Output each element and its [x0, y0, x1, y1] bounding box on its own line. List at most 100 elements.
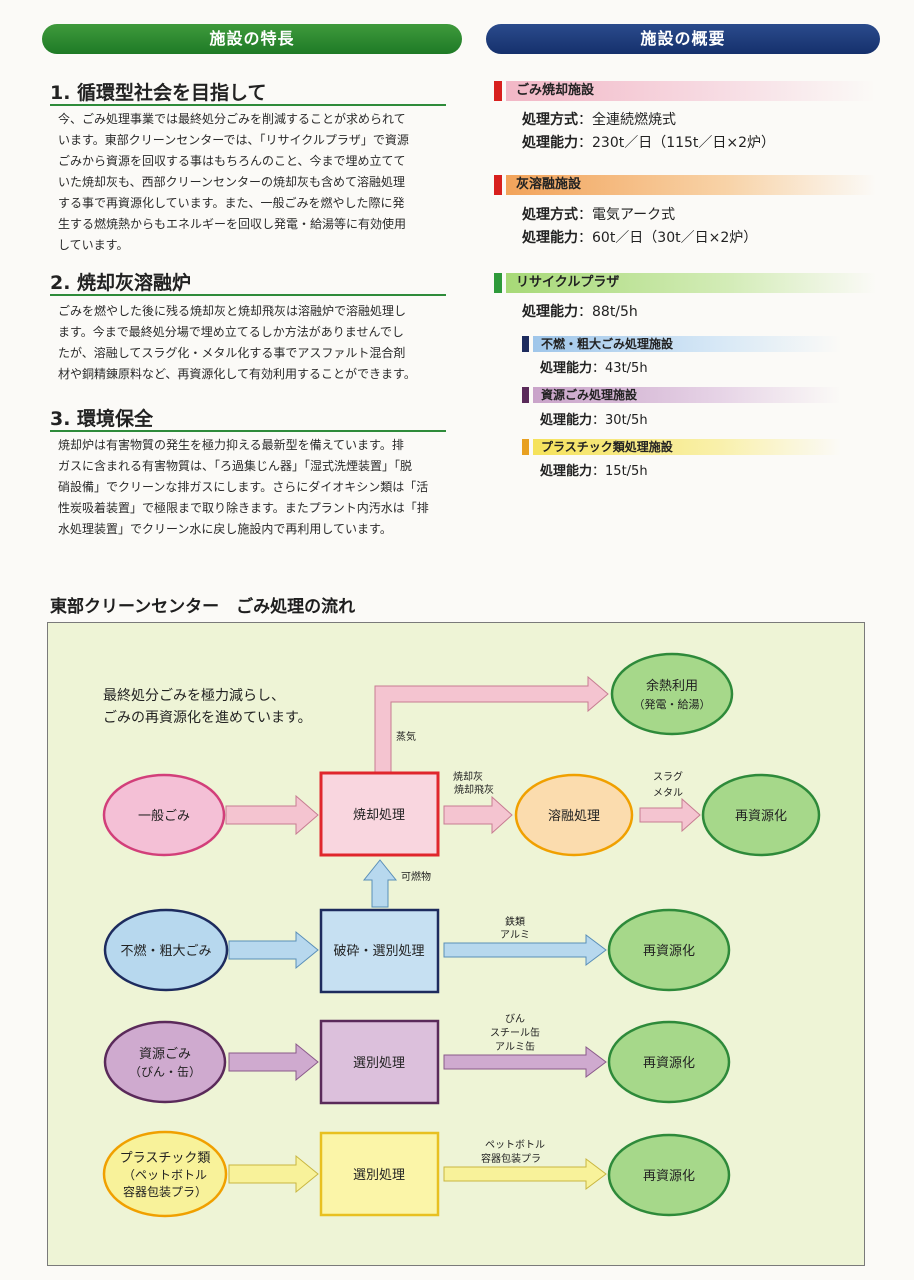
plastic-waste-sub-label: 容器包装プラ）: [123, 1184, 207, 1199]
crushing-label: 破砕・選別処理: [333, 944, 424, 959]
incineration-label: 焼却処理: [353, 808, 405, 823]
iron-label: 鉄類: [505, 915, 525, 928]
feature-3-line: 水処理装置」でクリーン水に戻し施設内で再利用しています。: [58, 522, 392, 536]
arrow-incineration-to-melting: [443, 795, 513, 835]
incinerator-capacity: 処理能力：230t／日（115t／日×2炉）: [522, 135, 776, 151]
general-waste-label: 一般ごみ: [138, 808, 190, 824]
feature-3-title: 3. 環境保全: [50, 408, 154, 430]
heat-label: 余熱利用: [646, 678, 698, 694]
melting-node: [514, 773, 634, 857]
flow-title: 東部クリーンセンター ごみ処理の流れ: [50, 597, 356, 617]
combustible-label: 可燃物: [401, 870, 431, 883]
combustible-arrow: [362, 859, 398, 908]
melting-method: 処理方式：電気アーク式: [522, 207, 676, 223]
feature-1-rule: [50, 104, 446, 106]
feature-1-line: しています。: [58, 238, 129, 252]
resource-waste-node: [103, 1020, 227, 1104]
plaza-marker: [494, 273, 502, 293]
feature-2-rule: [50, 294, 446, 296]
recycle-label: 再資源化: [643, 1056, 695, 1071]
feature-1-line: います。東部クリーンセンターでは、「リサイクルプラザ」で資源: [58, 133, 409, 147]
crushing-box: [319, 908, 440, 994]
feature-3-line: 性炭吸着装置」で極限まで取り除きます。またプラント内汚水は「排: [58, 501, 429, 515]
plastic-plant-bar: プラスチック類処理施設: [533, 439, 841, 455]
arrow-general-to-incineration: [225, 794, 319, 836]
resource-plant-capacity-value: 30t/5h: [605, 413, 648, 428]
feature-3-line: ガスに含まれる有害物質は、「ろ過集じん器」「湿式洗煙装置」「脱: [58, 459, 413, 473]
resource-waste-label: 資源ごみ: [139, 1046, 191, 1062]
resource-plant-marker: [522, 387, 529, 403]
flow-note-line: 最終処分ごみを極力減らし、: [103, 687, 285, 704]
recycle-node-1: [701, 773, 821, 857]
melting-capacity: 処理能力：60t／日（30t／日×2炉）: [522, 230, 758, 246]
melting-label: 溶融処理: [548, 809, 600, 824]
melting-bar: 灰溶融施設: [506, 175, 876, 195]
plaza-capacity-value: 88t/5h: [592, 304, 638, 320]
arrow-resource-to-sorting: [228, 1042, 319, 1082]
arrow-sorting-to-recycle-1: [443, 1046, 607, 1078]
incinerator-bar: ごみ焼却施設: [506, 81, 876, 101]
bulky-waste-label: 不燃・粗大ごみ: [120, 943, 211, 959]
feature-2-line: ごみを燃やした後に残る焼却灰と焼却飛灰は溶融炉で溶融処理し: [58, 304, 407, 318]
melting-method-value: 電気アーク式: [592, 207, 676, 223]
plaza-capacity: 処理能力：88t/5h: [522, 304, 638, 320]
recycle-label: 再資源化: [643, 1169, 695, 1184]
metal-label: メタル: [653, 787, 683, 799]
feature-1-line: 生する燃焼熱からもエネルギーを回収し発電・給湯等に有効使用: [58, 217, 407, 231]
slag-label: スラグ: [653, 770, 683, 783]
bulky-waste-node: [103, 908, 229, 992]
aluminum-label: アルミ: [500, 930, 530, 941]
incineration-box: [319, 771, 440, 857]
bulky-plant-capacity-value: 43t/5h: [605, 361, 648, 376]
plastic-plant-marker: [522, 439, 529, 455]
arrow-plastic-to-sorting: [228, 1154, 319, 1194]
bulky-plant-marker: [522, 336, 529, 352]
resource-waste-sub-label: （びん・缶）: [129, 1065, 201, 1079]
bulky-plant-bar: 不燃・粗大ごみ処理施設: [533, 336, 841, 352]
arrow-sorting-to-recycle-2: [443, 1158, 607, 1190]
pet-bottle-label: ペットボトル: [485, 1139, 545, 1151]
plastic-waste-label: プラスチック類: [120, 1151, 211, 1166]
feature-3-rule: [50, 430, 446, 432]
heat-sub-label: （発電・給湯）: [634, 697, 711, 711]
feature-3-line: 焼却炉は有害物質の発生を極力抑える最新型を備えています。排: [58, 438, 404, 452]
sorting-label-1: 選別処理: [353, 1056, 405, 1071]
feature-1-body: 今、ごみ処理事業では最終処分ごみを削減することが求められて います。東部クリーン…: [58, 109, 450, 256]
feature-1-line: いた焼却灰も、西部クリーンセンターの焼却灰も含めて溶融処理: [58, 175, 406, 189]
plastic-plant-capacity: 処理能力：15t/5h: [540, 464, 648, 479]
sorting-label-2: 選別処理: [353, 1168, 405, 1183]
incinerator-method-value: 全連続燃焼式: [592, 112, 676, 128]
aluminum-can-label: アルミ缶: [495, 1040, 535, 1053]
feature-1-line: ごみから資源を回収する事はもちろんのこと、今まで埋め立てて: [58, 154, 406, 168]
plastic-waste-sub-label: （ペットボトル: [123, 1168, 207, 1182]
recycle-label: 再資源化: [643, 944, 695, 959]
plaza-bar: リサイクルプラザ: [506, 273, 876, 293]
arrow-crushing-to-recycle: [443, 934, 607, 966]
steel-can-label: スチール缶: [490, 1026, 540, 1039]
resource-plant-bar: 資源ごみ処理施設: [533, 387, 841, 403]
features-header: 施設の特長: [42, 24, 462, 54]
plastic-waste-node: [102, 1130, 228, 1218]
steam-label: 蒸気: [396, 730, 416, 743]
steam-arrow: [374, 675, 609, 773]
overview-header: 施設の概要: [486, 24, 880, 54]
feature-2-body: ごみを燃やした後に残る焼却灰と焼却飛灰は溶融炉で溶融処理し ます。今まで最終処分…: [58, 301, 450, 385]
feature-1-line: 今、ごみ処理事業では最終処分ごみを削減することが求められて: [58, 112, 406, 126]
general-waste-node: [102, 773, 226, 857]
recycle-node-2: [607, 908, 731, 992]
container-plastic-label: 容器包装プラ: [481, 1152, 541, 1165]
recycle-label: 再資源化: [735, 809, 787, 824]
feature-2-title: 2. 焼却灰溶融炉: [50, 272, 192, 294]
melting-capacity-value: 60t／日（30t／日×2炉）: [592, 230, 758, 246]
incinerator-method: 処理方式：全連続燃焼式: [522, 112, 676, 128]
resource-plant-capacity: 処理能力：30t/5h: [540, 413, 648, 428]
recycle-node-3: [607, 1020, 731, 1104]
bulky-plant-capacity: 処理能力：43t/5h: [540, 361, 648, 376]
feature-3-body: 焼却炉は有害物質の発生を極力抑える最新型を備えています。排 ガスに含まれる有害物…: [58, 435, 450, 540]
ash-label: 焼却灰: [453, 770, 483, 783]
fly-ash-label: 焼却飛灰: [454, 783, 494, 796]
incinerator-capacity-value: 230t／日（115t／日×2炉）: [592, 135, 776, 151]
heat-utilization-node: [610, 652, 734, 736]
arrow-melting-to-recycle: [639, 797, 701, 833]
